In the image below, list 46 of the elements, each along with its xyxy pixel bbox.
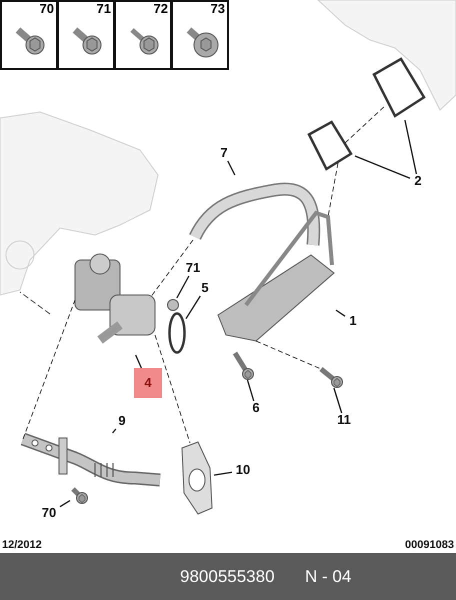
leader-line	[135, 354, 142, 368]
part-box	[171, 0, 229, 70]
callout-number: 70	[40, 2, 54, 16]
leader-line	[333, 388, 342, 414]
callout-number: 71	[96, 2, 111, 16]
leader-line	[354, 155, 410, 179]
assembly-line	[150, 240, 194, 298]
bolt-drawing	[318, 366, 343, 388]
part-number: N - 04	[305, 567, 352, 587]
leader-line	[404, 120, 418, 174]
part-box	[0, 0, 58, 70]
assembly-line	[22, 300, 76, 440]
part-box	[57, 0, 115, 70]
callout-number: 9	[114, 414, 130, 429]
leader-line	[112, 428, 116, 434]
assembly-line	[256, 340, 322, 370]
callout-number: 10	[232, 463, 254, 478]
callout-number: 70	[38, 506, 60, 521]
bolt-drawing	[232, 350, 254, 380]
leader-line	[227, 160, 236, 176]
callout-number: 6	[248, 401, 264, 416]
bolt-drawing	[70, 486, 88, 504]
assembly-line	[328, 162, 338, 218]
leader-line	[60, 500, 70, 508]
assembly-line	[344, 104, 386, 144]
part-number: 9800555380	[180, 567, 275, 587]
assembly-line	[154, 334, 190, 444]
leader-line	[246, 380, 254, 402]
note-text: 12/2012	[2, 539, 42, 551]
leader-line	[214, 472, 232, 476]
callout-number: 1	[345, 314, 361, 329]
callout-number: 11	[334, 413, 354, 428]
leader-line	[185, 296, 201, 320]
callout-number: 5	[197, 281, 213, 296]
nut-drawing	[166, 298, 180, 312]
callout-number: 7	[216, 146, 232, 161]
leader-line	[336, 310, 346, 317]
callout-number: 4	[134, 368, 162, 398]
callout-number: 73	[210, 2, 225, 16]
note-text: 00091083	[405, 539, 454, 551]
part-box	[114, 0, 172, 70]
leader-line	[176, 276, 190, 298]
o-ring-drawing	[168, 312, 186, 354]
callout-number: 71	[182, 261, 204, 276]
callout-number: 2	[410, 174, 426, 189]
callout-number: 72	[154, 2, 168, 16]
